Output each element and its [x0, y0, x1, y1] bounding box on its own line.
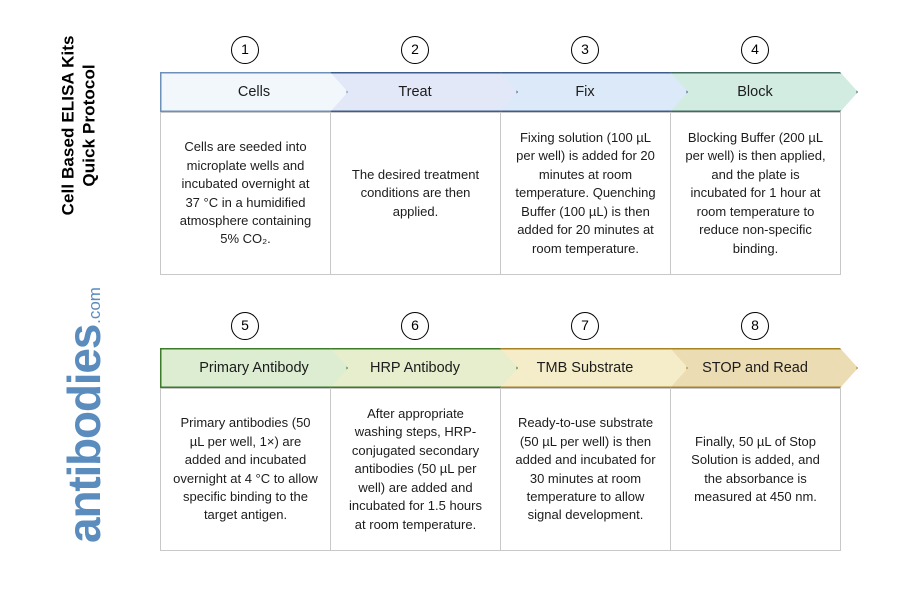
- step-chevron-7[interactable]: TMB Substrate: [482, 348, 688, 388]
- chevron-strip-2: Primary Antibody HRP Antibody TMB Substrat…: [160, 348, 860, 388]
- step-badge-strip-2: 5 6 7 8: [160, 312, 840, 348]
- step-chevron-label: TMB Substrate: [536, 360, 634, 376]
- step-chevron-label: STOP and Read: [702, 360, 808, 376]
- step-description-box-8: Finally, 50 µL of Stop Solution is added…: [670, 388, 841, 551]
- chevron-strip-1: Cells Treat Fix Block: [160, 72, 860, 112]
- step-description-text: Blocking Buffer (200 µL per well) is the…: [685, 129, 826, 256]
- step-description-box-5: Primary antibodies (50 µL per well, 1×) …: [160, 388, 331, 551]
- step-description-box-6: After appropriate washing steps, HRP-con…: [330, 388, 501, 551]
- step-chevron-1[interactable]: Cells: [160, 72, 348, 112]
- step-description-text: After appropriate washing steps, HRP-con…: [349, 405, 482, 532]
- step-description-text: Finally, 50 µL of Stop Solution is added…: [691, 433, 820, 504]
- step-chevron-5[interactable]: Primary Antibody: [160, 348, 348, 388]
- step-chevron-label: Block: [737, 84, 773, 100]
- step-description-text: Ready-to-use substrate (50 µL per well) …: [515, 415, 656, 523]
- step-description-box-7: Ready-to-use substrate (50 µL per well) …: [500, 388, 671, 551]
- step-number-badge-5: 5: [231, 312, 259, 340]
- page-title: Cell Based ELISA Kits Quick Protocol: [58, 35, 99, 216]
- step-number-badge-7: 7: [571, 312, 599, 340]
- step-description-text: Primary antibodies (50 µL per well, 1×) …: [173, 415, 318, 523]
- step-description-text: Fixing solution (100 µL per well) is add…: [515, 129, 656, 256]
- step-badge-strip-1: 1 2 3 4: [160, 36, 840, 72]
- brand-logo: antibodies.com: [58, 285, 110, 545]
- step-number-badge-3: 3: [571, 36, 599, 64]
- protocol-row-1: 1 2 3 4 Cells Treat Fix Block Cells are seeded…: [160, 36, 860, 275]
- brand-tld: .com: [85, 287, 104, 324]
- description-strip-2: Primary antibodies (50 µL per well, 1×) …: [160, 388, 841, 551]
- step-number-badge-1: 1: [231, 36, 259, 64]
- step-number-badge-2: 2: [401, 36, 429, 64]
- step-number-badge-8: 8: [741, 312, 769, 340]
- step-number-badge-4: 4: [741, 36, 769, 64]
- step-description-box-4: Blocking Buffer (200 µL per well) is the…: [670, 112, 841, 275]
- step-description-box-1: Cells are seeded into microplate wells a…: [160, 112, 331, 275]
- step-chevron-label: Fix: [575, 84, 595, 100]
- step-chevron-label: Primary Antibody: [199, 360, 309, 376]
- protocol-row-2: 5 6 7 8 Primary Antibody HRP Antibody TMB Sub…: [160, 312, 860, 551]
- step-chevron-label: Cells: [237, 84, 271, 100]
- step-description-box-3: Fixing solution (100 µL per well) is add…: [500, 112, 671, 275]
- step-description-text: The desired treatment conditions are the…: [351, 166, 480, 219]
- left-rail: Cell Based ELISA Kits Quick Protocol ant…: [0, 0, 160, 594]
- brand-name: antibodies: [58, 324, 110, 543]
- step-chevron-label: Treat: [398, 84, 432, 100]
- step-description-text: Cells are seeded into microplate wells a…: [179, 139, 312, 247]
- description-strip-1: Cells are seeded into microplate wells a…: [160, 112, 841, 275]
- step-description-box-2: The desired treatment conditions are the…: [330, 112, 501, 275]
- step-number-badge-6: 6: [401, 312, 429, 340]
- step-chevron-label: HRP Antibody: [369, 360, 460, 376]
